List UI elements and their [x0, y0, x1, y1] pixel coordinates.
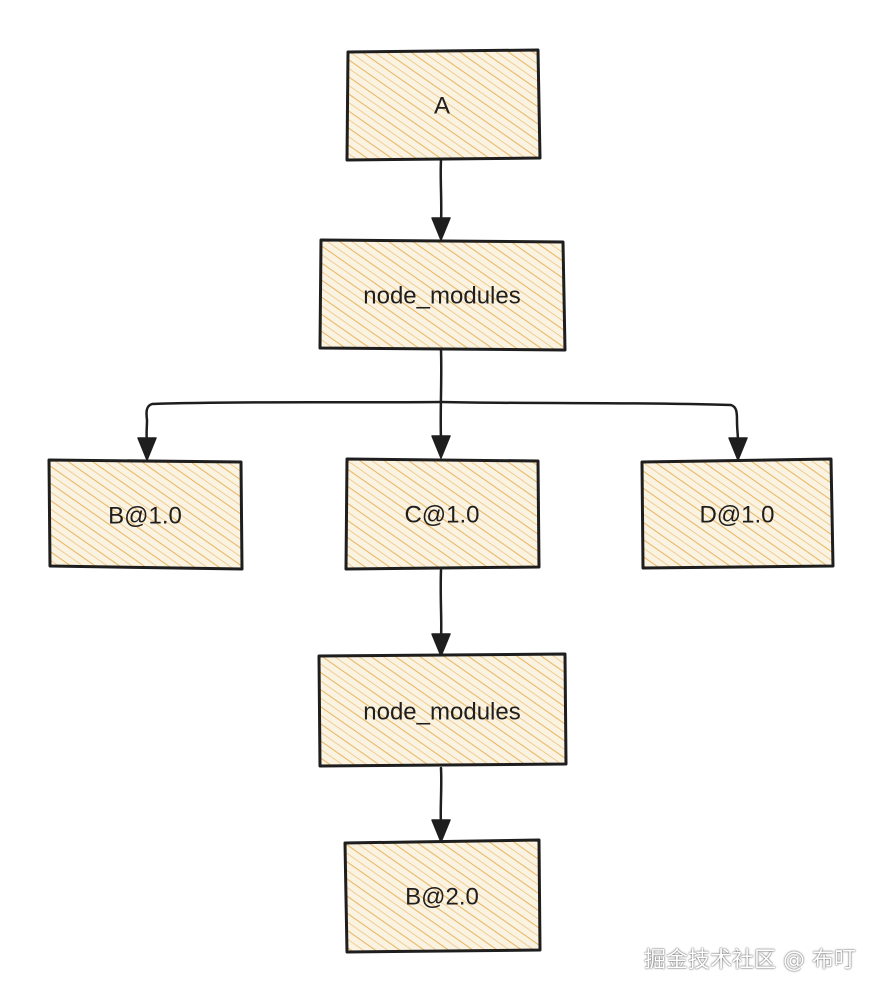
- node-label: node_modules: [363, 283, 520, 310]
- node-c-v1: C@1.0: [344, 457, 541, 571]
- edge-node-modules-to-c: [439, 348, 443, 442]
- node-label: B@2.0: [405, 884, 479, 911]
- edge-node-modules-to-b2: [439, 766, 443, 826]
- arrowhead-icon: [137, 437, 157, 461]
- arrowhead-icon: [728, 437, 748, 461]
- edges: [137, 158, 748, 843]
- node-label: B@1.0: [108, 503, 182, 530]
- node-label: C@1.0: [404, 502, 479, 529]
- node-label: A: [434, 93, 450, 120]
- arrowhead-icon: [431, 217, 451, 241]
- node-label: D@1.0: [699, 502, 774, 529]
- node-label: node_modules: [363, 699, 520, 726]
- edge-node-modules-to-d: [439, 400, 740, 444]
- node-node-modules-top: node_modules: [318, 238, 567, 352]
- arrowhead-icon: [431, 435, 451, 459]
- node-b-v1: B@1.0: [47, 458, 244, 571]
- edge-a-to-node-modules: [439, 158, 443, 226]
- node-d-v1: D@1.0: [640, 457, 835, 570]
- node-b-v2: B@2.0: [343, 838, 542, 954]
- edge-node-modules-to-b: [145, 400, 443, 444]
- arrowhead-icon: [431, 819, 451, 843]
- edge-c-to-node-modules: [439, 568, 443, 640]
- node-a: A: [345, 48, 542, 162]
- watermark: 掘金技术社区 @ 布叮: [644, 948, 856, 973]
- arrowhead-icon: [431, 633, 451, 657]
- node-node-modules-c: node_modules: [317, 652, 568, 768]
